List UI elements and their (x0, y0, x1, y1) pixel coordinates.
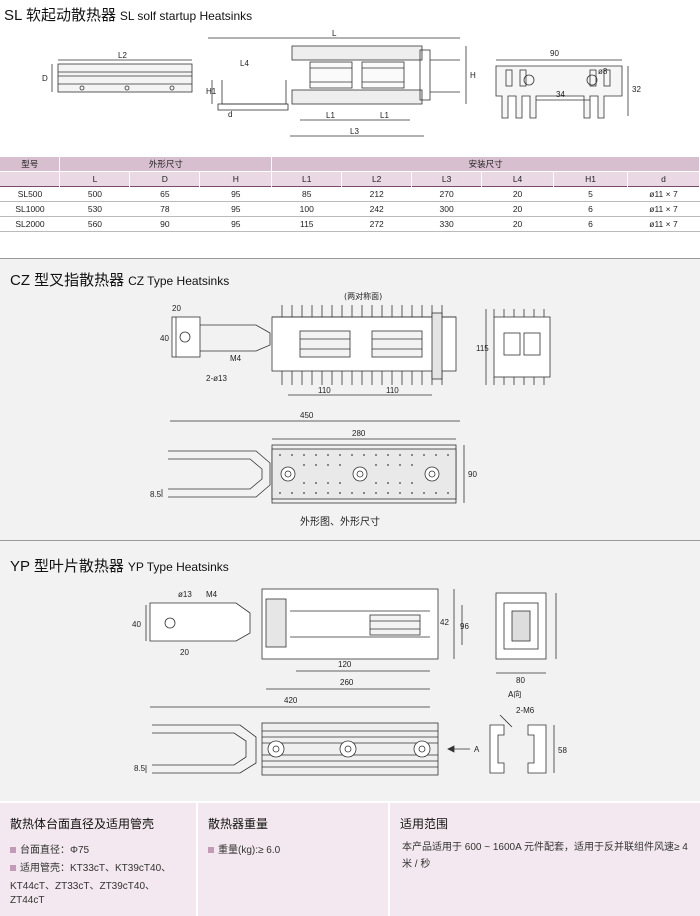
info-tube-cases-line2: KT44cT、ZT33cT、ZT39cT40、 (10, 881, 156, 892)
bullet-icon (10, 847, 16, 854)
bullet-icon (208, 847, 214, 854)
sl-dim-h: H (470, 71, 476, 80)
cz-dim-8-5: 8.5 (150, 490, 162, 499)
cz-dim-115: 115 (476, 344, 489, 353)
col-l1: L1 (271, 171, 343, 187)
sl-dim-small-d: d (228, 110, 232, 119)
cz-dim-450: 450 (300, 411, 314, 420)
yp-dim-a-view: A向 (508, 689, 521, 699)
sl-dim-d: D (42, 74, 48, 83)
cz-panel: CZ 型叉指散热器 CZ Type Heatsinks (0, 258, 700, 541)
table-header-outer: 外形尺寸 (59, 157, 273, 172)
yp-dim-96: 96 (460, 622, 469, 631)
info-weight-heading: 散热器重量 (208, 817, 269, 831)
yp-dim-260: 260 (340, 678, 354, 687)
yp-dim-a-arrow: A (474, 745, 480, 754)
info-tube-diameter: 台面直径：Φ75 (20, 845, 90, 856)
sl-spec-table: 型号 外形尺寸 安装尺寸 L D H L1 L2 L3 L4 H1 d SL50… (0, 157, 700, 232)
yp-dim-m6: 2-M6 (516, 706, 535, 715)
cz-dim-m4: M4 (230, 354, 242, 363)
sl-dim-l2: L2 (118, 51, 127, 60)
cz-drawings: 20 (两对称面) 40 M4 2-ø13 110 110 115 (0, 289, 700, 539)
sl-drawings: L2 D L L4 H1 H d L1 L1 L3 (0, 20, 700, 155)
cz-dim-holes: 2-ø13 (206, 374, 227, 383)
sl-dim-l4: L4 (240, 59, 249, 68)
info-col-scope: 适用范围 本产品适用于 600 ~ 1600A 元件配套，适用于反并联组件风速≥… (390, 803, 700, 916)
info-weight-value: 重量(kg):≥ 6.0 (218, 845, 281, 856)
sl-profile-view (495, 59, 629, 119)
cz-caption: 外形图、外形尺寸 (300, 515, 380, 528)
sl-dim-l3: L3 (350, 127, 359, 136)
sl-section-title: SL 软起动散热器 SL solf startup Heatsinks (4, 7, 253, 24)
yp-dim-420: 420 (284, 696, 298, 705)
info-tube-heading: 散热体台面直径及适用管壳 (10, 817, 155, 831)
sl-dim-90: 90 (550, 49, 559, 58)
yp-dim-42: 42 (440, 618, 449, 627)
col-l2: L2 (341, 171, 413, 187)
col-l4: L4 (481, 171, 555, 187)
sl-dim-32: 32 (632, 85, 641, 94)
cz-dim-90: 90 (468, 470, 477, 479)
yp-dim-20: 20 (180, 648, 189, 657)
col-h1: H1 (553, 171, 628, 187)
yp-section-title: YP 型叶片散热器 YP Type Heatsinks (10, 558, 229, 575)
table-group-header: 型号 外形尺寸 安装尺寸 (0, 157, 700, 172)
info-scope-heading: 适用范围 (400, 817, 449, 831)
info-tube-cases-line3: ZT44cT (10, 895, 45, 906)
info-tube-cases: 适用管壳：KT33cT、KT39cT40、 (20, 863, 172, 874)
info-col-tube: 散热体台面直径及适用管壳 台面直径：Φ75 适用管壳：KT33cT、KT39cT… (0, 803, 196, 916)
yp-dim-58: 58 (558, 746, 567, 755)
cz-plan-dot-grid (279, 454, 449, 494)
info-scope-desc: 本产品适用于 600 ~ 1600A 元件配套，适用于反并联组件风速≥ 4 米 … (402, 842, 688, 870)
col-l3: L3 (411, 171, 483, 187)
cz-dim-280: 280 (352, 429, 366, 438)
cz-dim-40: 40 (160, 334, 169, 343)
cz-front-view (171, 305, 551, 396)
cz-dim-note: (两对称面) (344, 291, 382, 301)
sl-dim-l: L (332, 29, 337, 38)
yp-dim-40: 40 (132, 620, 141, 629)
yp-dim-phi13: ø13 (178, 590, 192, 599)
yp-drawings: ø13 M4 40 20 42 96 120 260 420 80 (0, 575, 700, 801)
table-header-model: 型号 (0, 157, 61, 172)
sl-front-view (208, 37, 467, 137)
sl-dim-l1-left: L1 (326, 111, 335, 120)
sl-dim-h1: H1 (206, 87, 217, 96)
yp-dim-120: 120 (338, 660, 352, 669)
table-header-install: 安装尺寸 (271, 157, 700, 172)
table-column-header: L D H L1 L2 L3 L4 H1 d (0, 171, 700, 187)
cz-plan-view (161, 420, 465, 504)
yp-dim-m4: M4 (206, 590, 218, 599)
col-d: D (129, 171, 201, 187)
cz-dim-110-right: 110 (386, 386, 399, 395)
col-l: L (59, 171, 131, 187)
yp-dim-80: 80 (516, 676, 525, 685)
sl-dim-phi8: ø8 (598, 67, 608, 76)
info-footer: 散热体台面直径及适用管壳 台面直径：Φ75 适用管壳：KT33cT、KT39cT… (0, 803, 700, 916)
cz-section-title: CZ 型叉指散热器 CZ Type Heatsinks (10, 272, 230, 289)
info-col-weight: 散热器重量 重量(kg):≥ 6.0 (198, 803, 388, 916)
sl-side-view (51, 59, 193, 93)
yp-dim-8-5: 8.5 (134, 764, 146, 773)
yp-front-view (145, 588, 557, 708)
yp-panel: YP 型叶片散热器 YP Type Heatsinks (0, 540, 700, 801)
sl-dim-l1-right: L1 (380, 111, 389, 120)
col-small-d: d (627, 171, 700, 187)
col-h: H (199, 171, 273, 187)
cz-dim-110-left: 110 (318, 386, 331, 395)
bullet-icon (10, 865, 16, 872)
cz-dim-20: 20 (172, 304, 181, 313)
sl-dim-34: 34 (556, 90, 565, 99)
yp-plan-view (145, 714, 555, 776)
